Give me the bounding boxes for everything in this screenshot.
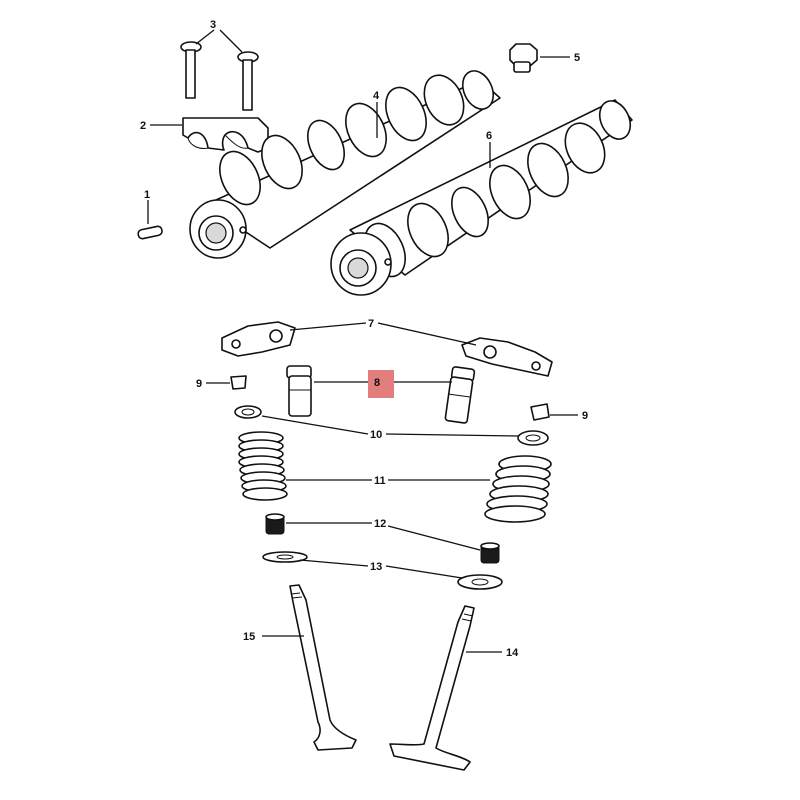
- callout-12: 12: [374, 518, 386, 530]
- part-11-spring-right[interactable]: [484, 455, 552, 523]
- part-8-lash-adjuster-left[interactable]: [286, 365, 312, 417]
- callout-5: 5: [574, 52, 580, 64]
- leader-10a: [261, 415, 369, 435]
- callout-6: 6: [486, 130, 492, 142]
- leader-3a: [195, 29, 215, 45]
- callout-14: 14: [506, 647, 519, 659]
- callout-13: 13: [370, 561, 382, 573]
- part-3-bolt-right[interactable]: [237, 51, 259, 111]
- part-15-valve-left[interactable]: [289, 584, 357, 751]
- part-9-keeper-left[interactable]: [230, 375, 247, 390]
- callout-10: 10: [370, 429, 382, 441]
- part-9-keeper-right[interactable]: [530, 403, 550, 421]
- callout-3: 3: [210, 19, 216, 31]
- part-5-plug[interactable]: [509, 43, 538, 73]
- callout-4: 4: [373, 90, 380, 102]
- part-11-spring-left[interactable]: [238, 431, 288, 501]
- callout-9-left: 9: [196, 378, 202, 390]
- leader-10b: [385, 433, 519, 437]
- callout-9-right: 9: [582, 410, 588, 422]
- callout-7: 7: [368, 318, 374, 330]
- part-8-lash-adjuster-right[interactable]: [444, 366, 476, 424]
- part-1-dowel-pin[interactable]: [137, 225, 163, 240]
- part-14-valve-right[interactable]: [389, 605, 475, 771]
- part-10-retainer-left[interactable]: [234, 405, 262, 419]
- callout-15: 15: [243, 631, 255, 643]
- callout-1: 1: [144, 189, 150, 201]
- leader-7a: [289, 322, 367, 331]
- highlight-box-8: [368, 370, 394, 398]
- leader-7b: [377, 322, 477, 346]
- leader-13a: [299, 559, 369, 567]
- part-7-rocker-arm-right[interactable]: [461, 337, 553, 377]
- part-10-retainer-right[interactable]: [517, 430, 549, 446]
- part-12-stem-seal-right[interactable]: [480, 542, 500, 564]
- part-6-camshaft-exhaust[interactable]: [330, 96, 636, 296]
- part-4-camshaft-intake[interactable]: [189, 66, 501, 259]
- part-12-stem-seal-left[interactable]: [265, 513, 285, 535]
- callout-8: 8: [374, 377, 380, 389]
- leader-3b: [219, 29, 243, 53]
- part-7-rocker-arm-left[interactable]: [221, 321, 296, 357]
- part-2-bearing-cap[interactable]: [182, 117, 269, 153]
- callout-11: 11: [374, 475, 386, 487]
- leader-12b: [387, 525, 481, 551]
- callout-2: 2: [140, 120, 146, 132]
- part-13-washer-right[interactable]: [457, 574, 503, 590]
- leader-13b: [385, 565, 463, 579]
- part-3-bolt-left[interactable]: [180, 41, 202, 99]
- part-13-washer-left[interactable]: [262, 551, 308, 563]
